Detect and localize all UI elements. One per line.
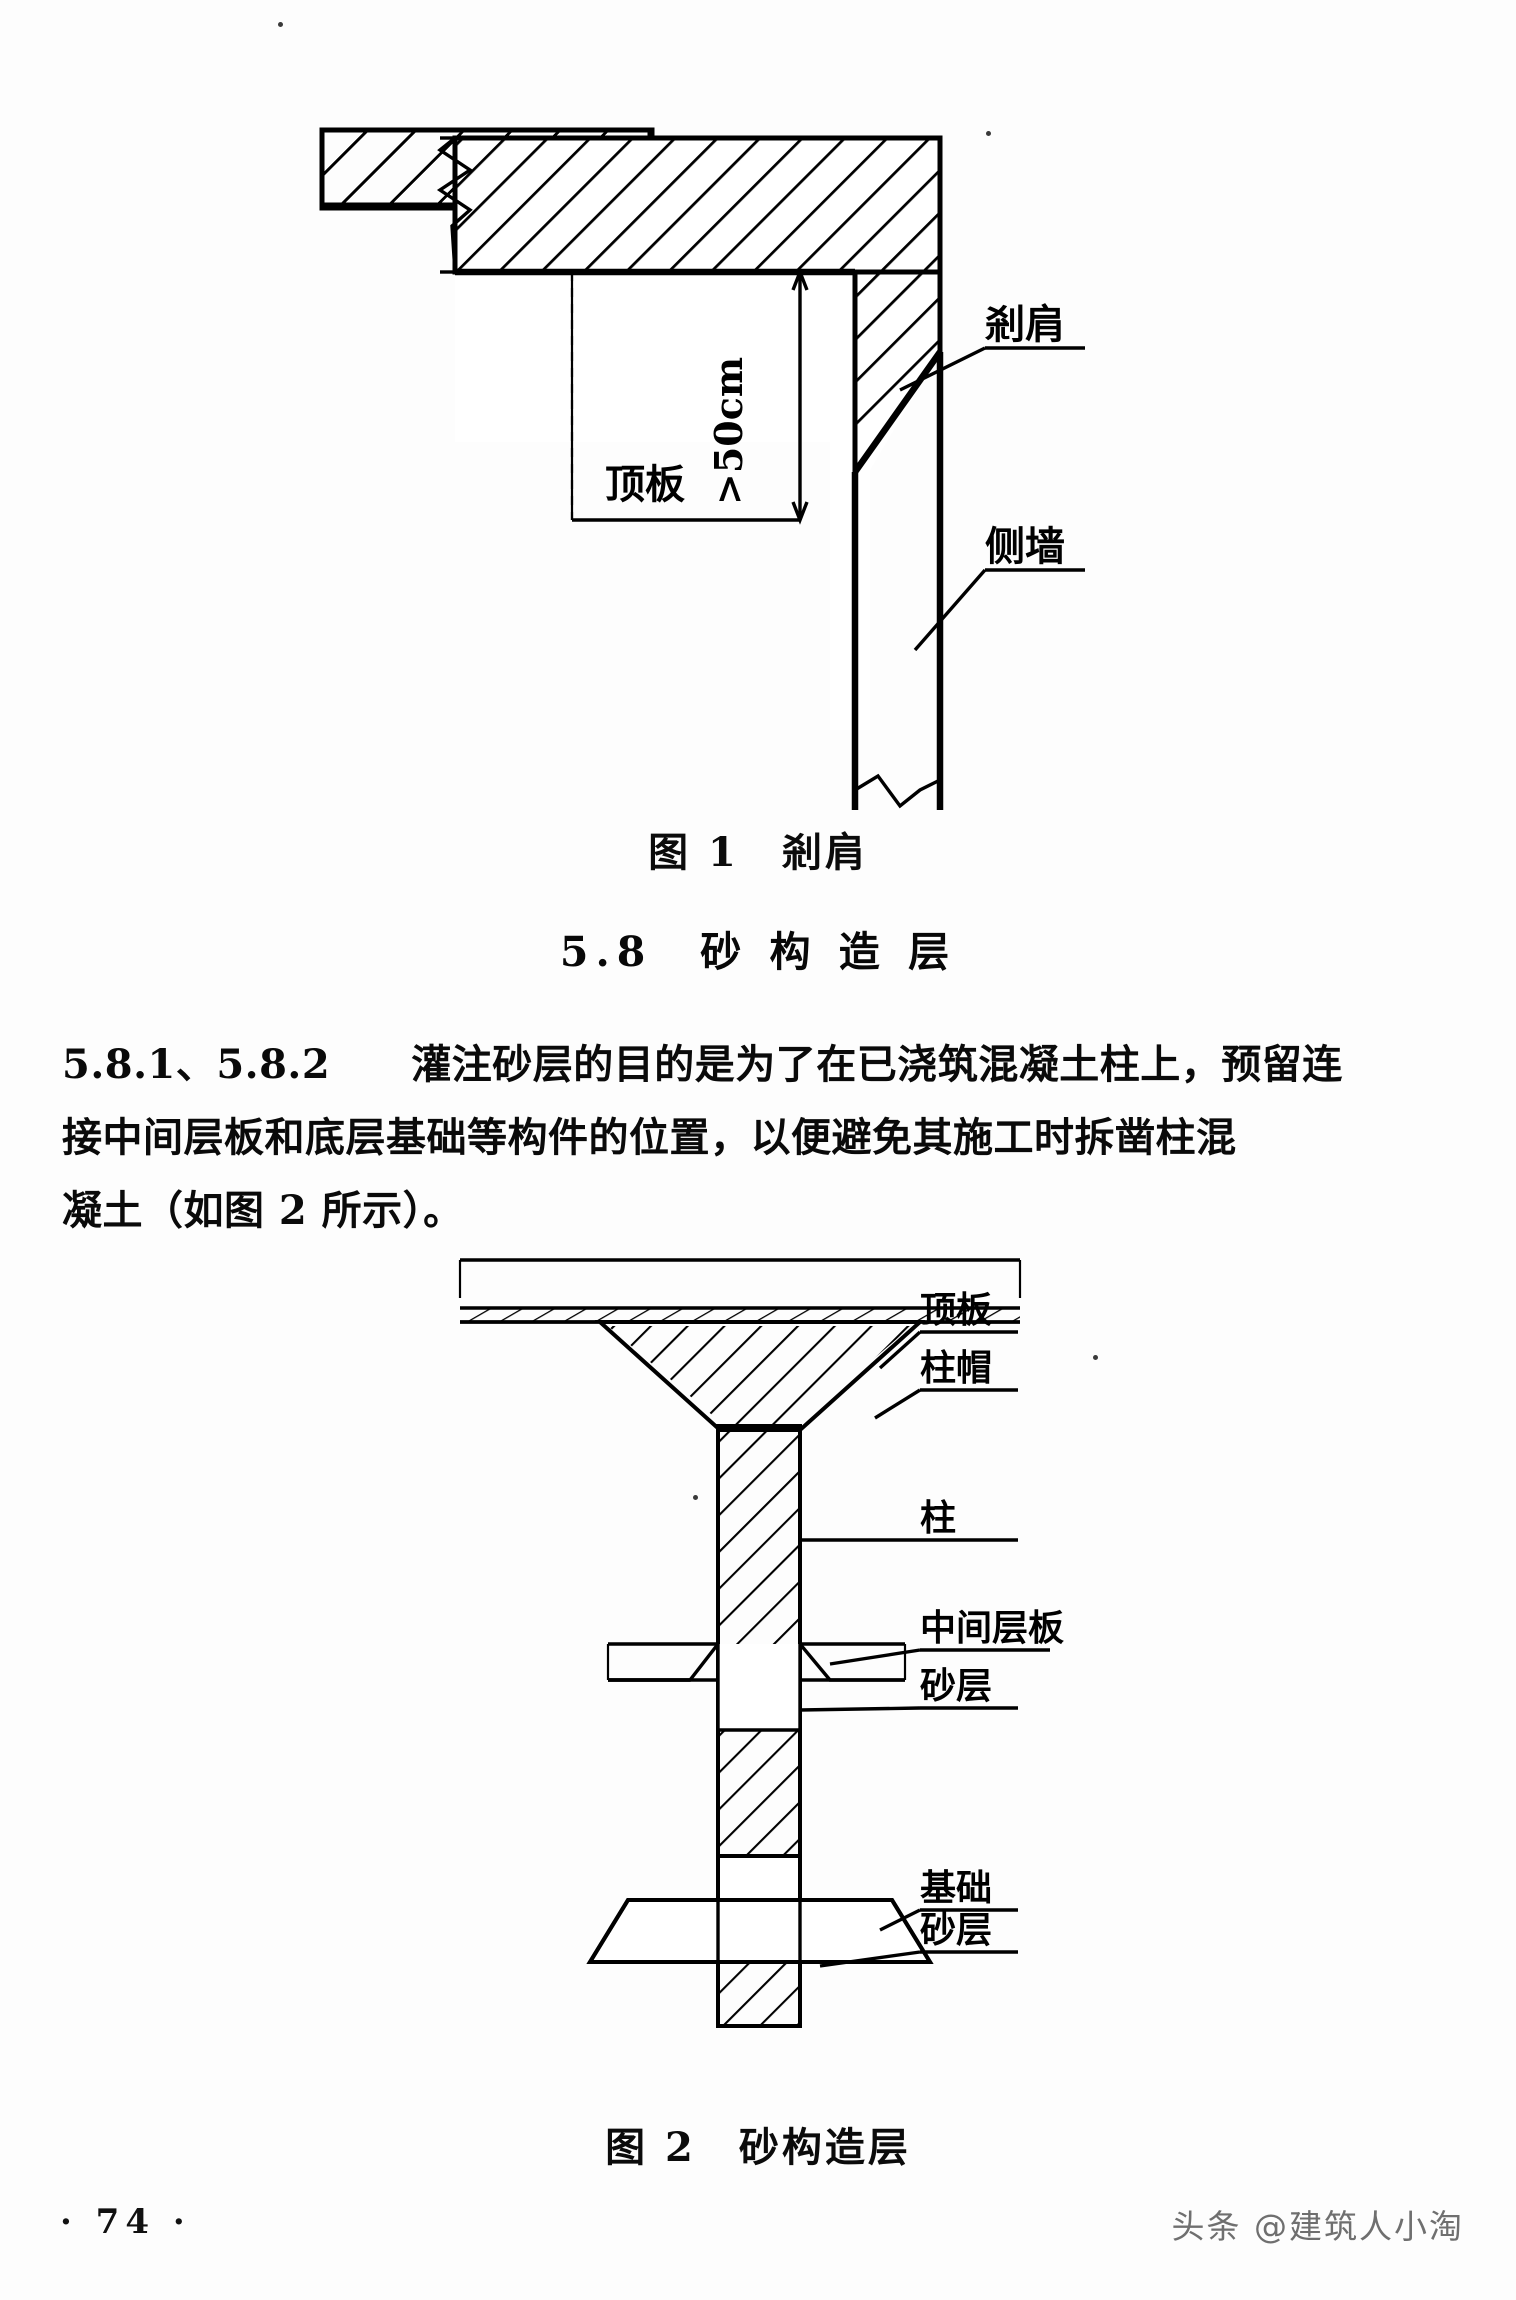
fig2-label-column: 柱 — [920, 1497, 956, 1539]
fig1-label-top-slab: 顶板 — [605, 461, 685, 508]
body-line-2: 接中间层板和底层基础等构件的位置，以便避免其施工时拆凿柱混 — [62, 1114, 1237, 1161]
watermark: 头条 @建筑人小淘 — [1171, 2207, 1464, 2246]
scan-speck — [693, 1495, 698, 1500]
figure-1-caption: 图 1 剎肩 — [648, 829, 868, 876]
figure-2-caption: 图 2 砂构造层 — [605, 2124, 911, 2171]
body-line-3: 凝土（如图 2 所示）。 — [62, 1187, 464, 1234]
scan-speck — [278, 22, 283, 27]
fig1-top-slab-hatch — [452, 135, 943, 275]
figure-1: 顶板 >50cm 剎肩 侧墙 — [0, 90, 1516, 810]
fig1-label-dimension: >50cm — [706, 357, 751, 505]
section-heading: 5.8 砂 构 造 层 — [559, 928, 957, 976]
fig1-label-side-wall: 侧墙 — [985, 523, 1065, 570]
fig2-column — [716, 1424, 802, 1858]
body-line-1: 5.8.1、5.8.2 灌注砂层的目的是为了在已浇筑混凝土柱上，预留连 — [62, 1041, 1343, 1088]
fig2-label-top-slab: 顶板 — [920, 1289, 992, 1331]
fig2-label-sand-layer: 砂层 — [920, 1665, 992, 1707]
figure-2: 顶板 柱帽 柱 中间层板 砂层 基础 砂层 — [0, 1240, 1516, 2070]
fig2-label-middle-slab: 中间层板 — [920, 1607, 1064, 1649]
page-number: · 74 · — [60, 2202, 191, 2242]
fig2-label-foundation-sand: 砂层 — [920, 1909, 992, 1951]
fig2-label-column-cap: 柱帽 — [920, 1347, 992, 1389]
fig2-label-foundation: 基础 — [920, 1867, 992, 1909]
scan-speck — [1093, 1355, 1098, 1360]
fig1-label-chamfer: 剎肩 — [984, 301, 1065, 348]
scan-speck — [986, 131, 991, 136]
body-paragraph: 5.8.1、5.8.2 灌注砂层的目的是为了在已浇筑混凝土柱上，预留连 接中间层… — [62, 1028, 1462, 1247]
